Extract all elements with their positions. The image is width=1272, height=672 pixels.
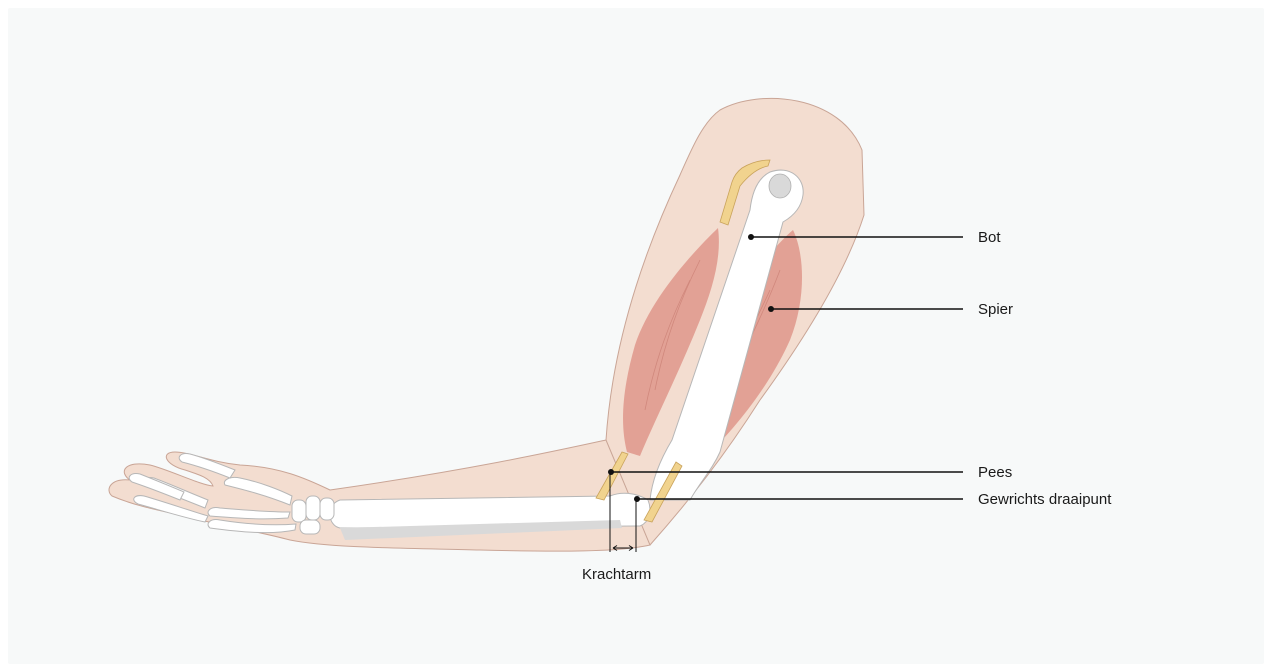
label-muscle: Spier (978, 301, 1013, 318)
label-bone: Bot (978, 229, 1001, 246)
label-tendon: Pees (978, 464, 1012, 481)
label-lever: Krachtarm (582, 566, 651, 583)
pivot-dot (634, 496, 640, 502)
tendon-dot (608, 469, 614, 475)
muscle-dot (768, 306, 774, 312)
label-pivot: Gewrichts draaipunt (978, 491, 1112, 508)
bone-dot (748, 234, 754, 240)
humerus-head (769, 174, 791, 198)
